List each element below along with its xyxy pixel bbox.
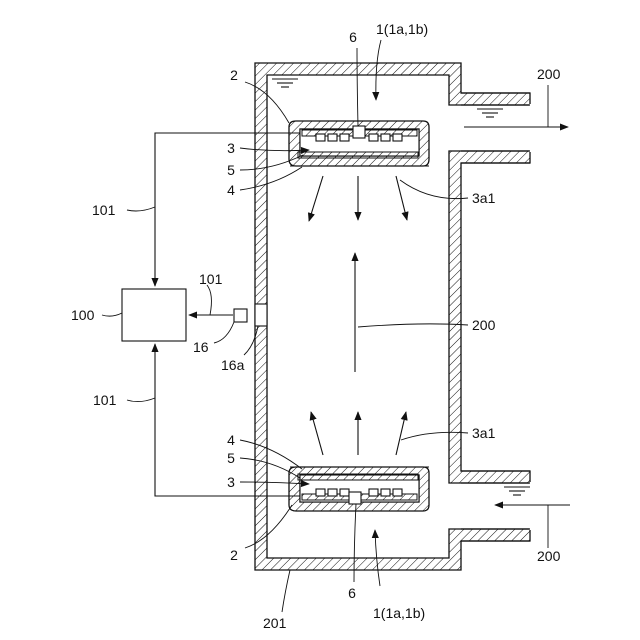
label-control-unit: 100 xyxy=(71,307,95,323)
label-lower-emission: 3a1 xyxy=(472,425,496,441)
fluid-flow-arrows xyxy=(355,127,570,505)
sensor-window xyxy=(255,304,267,326)
label-lower-substrate: 3 xyxy=(227,474,235,490)
label-fluid-center: 200 xyxy=(472,317,496,333)
control-unit-box xyxy=(122,289,186,341)
label-upper-substrate: 3 xyxy=(227,140,235,156)
upper-element-block xyxy=(353,126,365,138)
label-sensor: 16 xyxy=(193,339,209,355)
upper-emission-arrows xyxy=(309,176,407,221)
label-device-top: 1(1a,1b) xyxy=(376,21,428,37)
label-wiring-middle: 101 xyxy=(199,271,223,287)
lower-element-block xyxy=(349,492,361,504)
label-vessel: 201 xyxy=(263,615,287,631)
label-sensor-window: 16a xyxy=(221,357,245,373)
label-fluid-outlet: 200 xyxy=(537,66,561,82)
lower-light-source xyxy=(289,467,429,511)
upper-light-source xyxy=(289,121,429,166)
lower-emission-arrows xyxy=(311,412,406,455)
label-upper-window: 5 xyxy=(227,162,235,178)
label-fluid-inlet: 200 xyxy=(537,548,561,564)
label-upper-element: 6 xyxy=(349,29,357,45)
label-upper-emission: 3a1 xyxy=(472,190,496,206)
label-lower-cover: 4 xyxy=(227,432,235,448)
sensor-box xyxy=(234,309,247,322)
label-wiring-lower: 101 xyxy=(93,392,117,408)
label-lower-element: 6 xyxy=(348,585,356,601)
label-lower-window: 5 xyxy=(227,450,235,466)
label-lower-casing: 2 xyxy=(230,547,238,563)
label-wiring-upper: 101 xyxy=(92,202,116,218)
label-upper-casing: 2 xyxy=(230,67,238,83)
label-upper-cover: 4 xyxy=(227,182,235,198)
label-device-bottom: 1(1a,1b) xyxy=(373,605,425,621)
